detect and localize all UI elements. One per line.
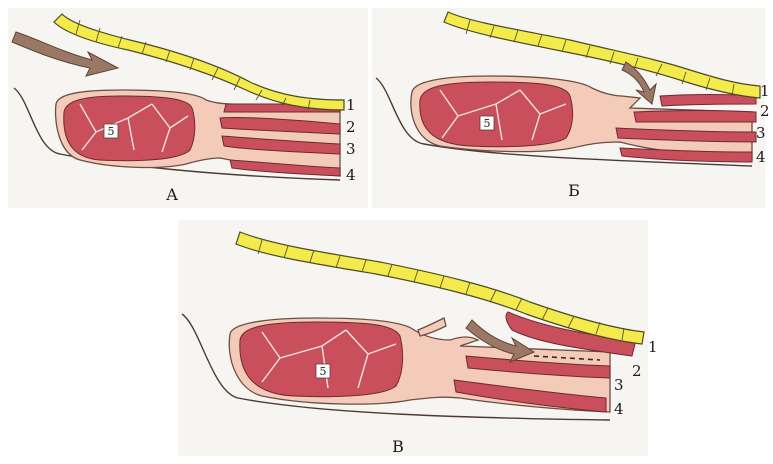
svg-text:5: 5 xyxy=(108,125,115,138)
panel-v-number-1: 1 xyxy=(648,338,658,356)
panel-v-label: В xyxy=(392,437,404,456)
panel-a-number-4: 4 xyxy=(346,166,356,184)
panel-a-number-1: 1 xyxy=(346,96,356,114)
panel-v-number-2: 2 xyxy=(632,362,642,380)
panel-b-number-3: 3 xyxy=(756,124,766,142)
panel-b-muscle-2 xyxy=(634,111,756,123)
panel-b-number-1: 1 xyxy=(760,82,770,100)
panel-b-center-label: 5 xyxy=(480,116,494,130)
panel-v-number-3: 3 xyxy=(614,376,624,394)
panel-b-label: Б xyxy=(568,181,580,200)
panel-a-number-2: 2 xyxy=(346,118,356,136)
panel-b-number-2: 2 xyxy=(760,102,770,120)
svg-text:5: 5 xyxy=(484,117,491,130)
svg-text:5: 5 xyxy=(320,365,327,378)
panel-v-muscle-belly xyxy=(240,322,403,397)
panel-v-center-label: 5 xyxy=(316,364,330,378)
panel-v-number-4: 4 xyxy=(614,400,624,418)
panel-a-label: А xyxy=(166,185,178,204)
panel-b-number-4: 4 xyxy=(756,148,766,166)
panel-a-number-3: 3 xyxy=(346,140,356,158)
panel-a-center-label: 5 xyxy=(104,124,118,138)
